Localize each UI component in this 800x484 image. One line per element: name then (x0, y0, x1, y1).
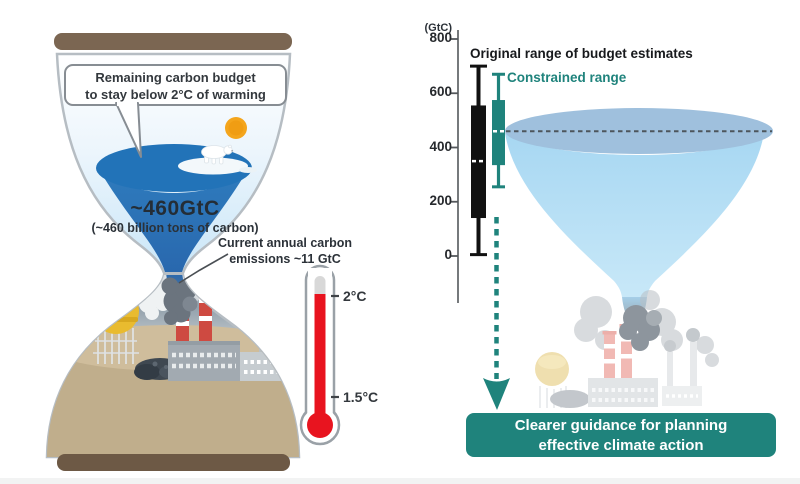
thermometer-icon (299, 264, 341, 446)
hourglass-illustration (45, 33, 341, 471)
bubble-line-1: Remaining carbon budget (95, 70, 256, 85)
sun-icon (225, 117, 247, 139)
banner-line-1: Clearer guidance for planning (514, 417, 728, 434)
banner-line-2: effective climate action (538, 437, 704, 454)
emissions-callout-line (178, 253, 229, 284)
budget-note-label: (~460 billion tons of carbon) (91, 221, 259, 235)
y-axis (451, 30, 459, 303)
gas-holder-icon (93, 288, 139, 364)
ytick-200: 200 (429, 192, 452, 208)
bubble-line-2: to stay below 2°C of warming (85, 87, 266, 102)
budget-chart-illustration (451, 30, 773, 410)
page-edge-strip (0, 478, 800, 484)
funnel-smoke-plume (619, 305, 662, 351)
emissions-line-1: Current annual carbon (217, 236, 353, 250)
ice-floe-small (239, 167, 257, 173)
ytick-600: 600 (429, 84, 452, 100)
emissions-label: Current annual carbon emissions ~11 GtC (205, 235, 365, 267)
ytick-0: 0 (444, 247, 452, 262)
dark-smoke-plume (161, 277, 198, 325)
ice-floe (178, 157, 248, 175)
remaining-budget-bubble: Remaining carbon budget to stay below 2°… (64, 64, 287, 106)
thermometer-2c-label: 2°C (343, 288, 367, 304)
hourglass-top-cap (54, 33, 292, 50)
budget-value-label: ~460GtC (130, 197, 220, 220)
legend-constrained-range: Constrained range (507, 70, 627, 85)
constraint-funnel (505, 108, 773, 324)
emissions-line-2: emissions ~11 GtC (229, 252, 341, 266)
thermometer-15c-label: 1.5°C (343, 389, 379, 405)
guidance-banner: Clearer guidance for planning effective … (466, 413, 776, 457)
polar-bear-icon (201, 144, 234, 165)
axis-unit-label: (GtC) (424, 22, 453, 34)
bubble-tail (115, 102, 142, 158)
ytick-400: 400 (429, 138, 452, 154)
bottom-bulb-scene (47, 275, 299, 457)
boxplots (470, 64, 505, 257)
boxplot-constrained (492, 72, 505, 189)
boxplot-original (470, 64, 487, 257)
hourglass-bottom-cap (57, 454, 290, 471)
faded-factory-scene (535, 290, 719, 408)
water-cone (103, 176, 244, 272)
legend-original-range: Original range of budget estimates (470, 46, 693, 61)
guidance-arrow (483, 217, 510, 410)
ytick-800: 800 (429, 30, 452, 45)
top-bulb-scene (96, 117, 257, 272)
